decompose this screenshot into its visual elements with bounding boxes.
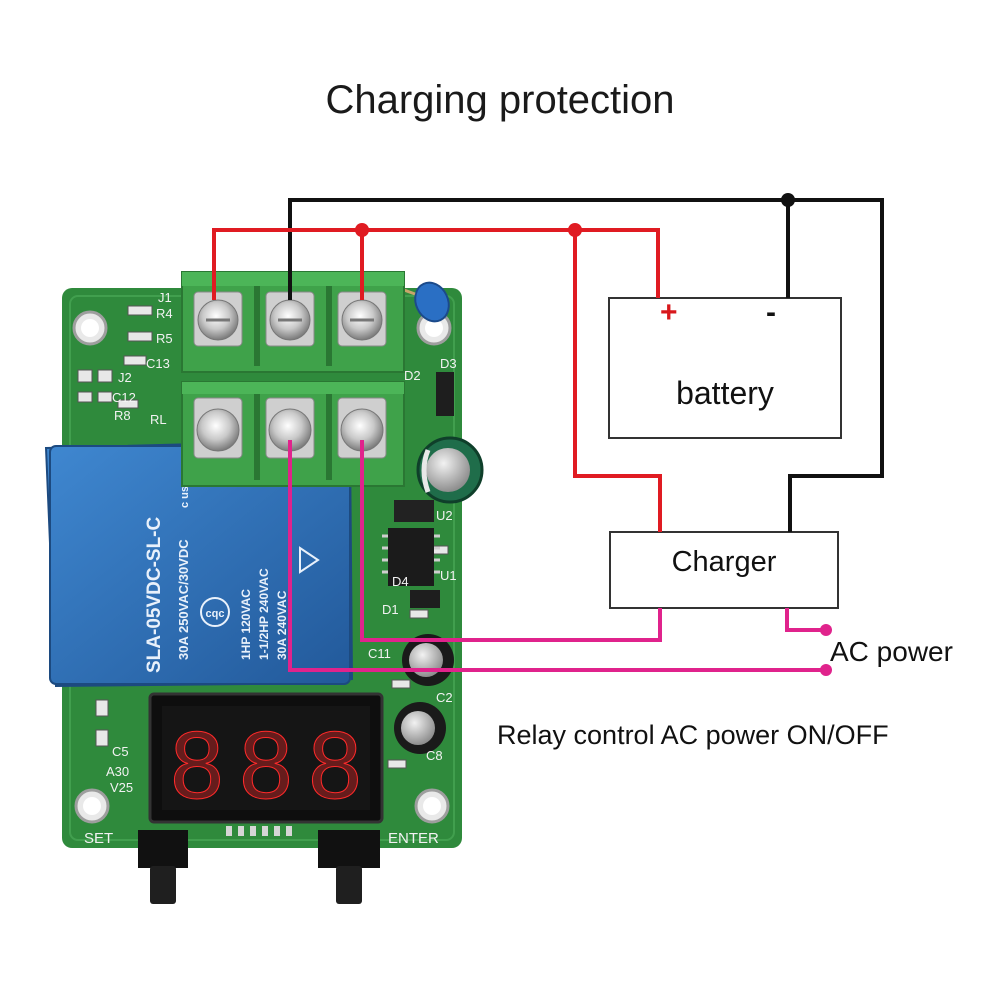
magenta-wire-charger-to-ac (785, 608, 826, 632)
silk-d3: D3 (440, 356, 457, 371)
header-pins (226, 826, 292, 836)
relay-rating-1: 30A 250VAC/30VDC (176, 539, 191, 660)
relay-ul-mark: c us (179, 486, 191, 508)
black-wire-terminal-to-junction (288, 198, 788, 300)
set-label: SET (84, 830, 113, 847)
terminal-block-bottom (181, 381, 405, 487)
capacitor-small-2 (394, 702, 446, 754)
silkscreen: J1 R4 R5 C13 J2 C12 R8 RL D3 D2 U2 U1 D4… (106, 290, 457, 795)
magenta-wire-relay-to-charger (360, 440, 662, 642)
screw-top-2 (265, 291, 315, 347)
ic-chip-u1 (388, 528, 434, 586)
magenta-wire-relay-to-ac (288, 440, 826, 672)
cqc-logo: cqc (200, 597, 230, 627)
relay-rating-2: 1HP 120VAC (239, 589, 253, 660)
ic-chip-u2 (394, 500, 434, 522)
diagram-title: Charging protection (325, 78, 675, 122)
silk-c5: C5 (112, 744, 129, 759)
battery-box (608, 297, 842, 439)
diode-d3 (436, 372, 454, 416)
relay-rating-4: 30A 240VAC (275, 590, 289, 660)
silk-j1: J1 (158, 290, 172, 305)
capacitor-large (416, 436, 484, 504)
black-wire-charger-negative (788, 198, 884, 532)
relay: SLA-05VDC-SL-C 30A 250VAC/30VDC 1HP 120V… (44, 438, 353, 688)
enter-label: ENTER (388, 830, 439, 847)
junction-dots (355, 193, 832, 676)
relay-caption: Relay control AC power ON/OFF (497, 720, 889, 750)
silk-c13: C13 (146, 356, 170, 371)
relay-model-text: SLA-05VDC-SL-C (144, 516, 165, 673)
svg-text:cqc: cqc (206, 608, 225, 620)
black-wires (288, 198, 884, 532)
battery-label: battery (676, 375, 774, 411)
silk-d1: D1 (382, 602, 399, 617)
red-wire-top (212, 228, 660, 300)
diode-d4 (410, 590, 440, 608)
red-wires (212, 228, 662, 532)
silk-c12: C12 (112, 390, 136, 405)
screw-top-3 (337, 291, 387, 347)
screw-top-1 (193, 291, 243, 347)
display-digit-2: 8 (239, 712, 292, 819)
silk-r5: R5 (156, 331, 173, 346)
red-wire-charger-positive (573, 230, 662, 532)
silk-rl: RL (150, 412, 167, 427)
screw-bottom-1 (193, 397, 243, 459)
charger-box (609, 531, 839, 609)
silk-j2: J2 (118, 370, 132, 385)
silk-r8: R8 (114, 408, 131, 423)
set-button[interactable] (138, 830, 188, 904)
silk-r4: R4 (156, 306, 173, 321)
relay-rating-3: 1-1/2HP 240VAC (257, 568, 271, 660)
silk-d4: D4 (392, 574, 409, 589)
display-digit-1: 8 (170, 712, 223, 819)
enter-button[interactable] (318, 830, 380, 904)
display-digit-3: 8 (308, 712, 361, 819)
charger-label: Charger (671, 546, 777, 578)
battery-positive-label: + (660, 296, 678, 329)
screw-bottom-2 (265, 397, 315, 459)
silk-c11: C11 (368, 646, 391, 661)
silk-c2: C2 (436, 690, 453, 705)
ac-power-label: AC power (830, 636, 953, 667)
led-display: 8 8 8 (148, 692, 384, 824)
silk-c8: C8 (426, 748, 443, 763)
mounting-holes (72, 310, 452, 824)
warning-triangle-icon (299, 546, 320, 574)
terminal-block-top (181, 271, 405, 373)
silk-u1: U1 (440, 568, 457, 583)
silk-v25: V25 (110, 780, 133, 795)
magenta-wires (288, 440, 826, 672)
silk-a30: A30 (106, 764, 129, 779)
battery-negative-label: - (766, 296, 776, 329)
ceramic-capacitor (403, 281, 450, 323)
silk-u2: U2 (436, 508, 453, 523)
silk-d2: D2 (404, 368, 421, 383)
